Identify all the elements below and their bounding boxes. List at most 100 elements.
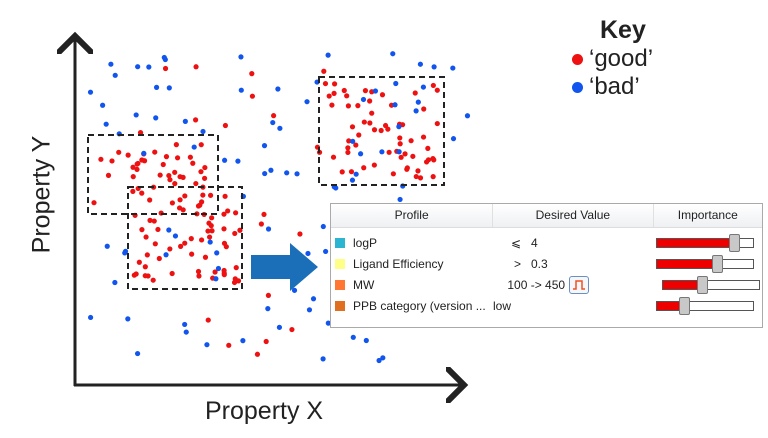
good-point xyxy=(233,210,239,216)
good-point xyxy=(415,168,421,174)
good-point xyxy=(212,269,218,275)
good-point xyxy=(345,149,351,156)
table-row[interactable]: PPB category (version ... low xyxy=(331,295,762,316)
bad-point xyxy=(240,338,246,344)
pulse-function-icon[interactable] xyxy=(569,275,590,294)
good-point xyxy=(423,159,430,165)
color-swatch xyxy=(335,237,345,248)
color-swatch xyxy=(335,300,345,311)
importance-slider[interactable] xyxy=(656,296,754,315)
good-point xyxy=(130,174,136,180)
slider-thumb[interactable] xyxy=(728,233,740,252)
bad-point xyxy=(265,226,272,232)
desired-value[interactable]: 100 -> 450 xyxy=(507,277,566,292)
good-point xyxy=(178,243,184,249)
header-desired-value[interactable]: Desired Value xyxy=(493,204,654,227)
bad-point xyxy=(262,170,268,177)
good-point xyxy=(367,98,373,104)
bad-point xyxy=(294,171,300,177)
good-point xyxy=(235,278,242,284)
bad-point xyxy=(396,124,402,130)
good-point xyxy=(202,164,208,171)
operator: ⩽ xyxy=(510,235,521,250)
bad-point xyxy=(379,149,385,155)
bad-point xyxy=(207,239,213,245)
good-point xyxy=(147,197,153,203)
header-importance[interactable]: Importance xyxy=(677,208,738,222)
header-profile[interactable]: Profile xyxy=(331,204,494,227)
good-point xyxy=(226,342,232,348)
importance-slider[interactable] xyxy=(656,254,754,273)
desired-value[interactable]: 4 xyxy=(531,235,538,250)
bad-point xyxy=(191,144,197,150)
good-point xyxy=(166,172,172,179)
good-point xyxy=(109,158,115,164)
good-point xyxy=(207,192,214,198)
table-row[interactable]: MW 100 -> 450 xyxy=(331,274,762,295)
good-point xyxy=(265,292,272,299)
bad-point xyxy=(393,80,399,87)
good-point xyxy=(221,211,227,217)
good-point xyxy=(221,272,227,278)
bad-point xyxy=(104,243,110,249)
importance-slider[interactable] xyxy=(656,233,754,252)
bad-point xyxy=(222,157,228,163)
legend-item-good: ‘good’ xyxy=(572,45,653,73)
good-point xyxy=(152,149,158,155)
color-swatch xyxy=(335,279,345,290)
table-row[interactable]: logP ⩽4 xyxy=(331,232,762,253)
good-point xyxy=(169,200,176,206)
good-point xyxy=(434,120,440,127)
good-point xyxy=(297,231,303,237)
good-point xyxy=(434,87,440,93)
table-row[interactable]: Ligand Efficiency >0.3 xyxy=(331,253,762,274)
good-point xyxy=(408,138,414,144)
bad-point xyxy=(153,115,159,121)
good-point xyxy=(125,152,131,158)
good-point xyxy=(151,218,157,224)
profile-name: Ligand Efficiency xyxy=(353,256,444,271)
good-point xyxy=(139,157,145,163)
good-point xyxy=(162,65,169,72)
bad-point xyxy=(349,177,356,183)
desired-value[interactable]: 0.3 xyxy=(531,256,548,271)
slider-thumb[interactable] xyxy=(711,254,723,273)
desired-value[interactable]: low xyxy=(493,298,512,313)
good-point xyxy=(329,102,335,108)
good-point xyxy=(222,122,229,129)
bad-point xyxy=(134,350,141,357)
good-point xyxy=(355,103,361,109)
good-point xyxy=(379,92,386,98)
good-point xyxy=(167,246,173,252)
selection-box-3 xyxy=(318,76,445,186)
slider-thumb[interactable] xyxy=(678,296,690,315)
good-point xyxy=(397,141,403,147)
importance-slider[interactable] xyxy=(661,275,760,294)
table-header: Profile Desired Value Importance xyxy=(331,204,762,228)
good-point xyxy=(353,142,359,148)
good-point xyxy=(430,155,436,162)
good-point xyxy=(371,127,378,133)
color-swatch xyxy=(335,258,345,269)
good-point xyxy=(289,326,295,333)
good-point xyxy=(192,117,199,123)
good-point xyxy=(172,181,178,187)
legend-item-bad: ‘bad’ xyxy=(572,73,653,101)
good-point xyxy=(150,277,156,283)
good-point xyxy=(105,172,112,178)
good-point xyxy=(258,221,264,227)
bad-point xyxy=(146,64,152,70)
bad-point xyxy=(310,296,317,302)
good-point xyxy=(206,234,213,240)
good-point xyxy=(198,142,204,148)
y-axis-label: Property Y xyxy=(27,135,56,254)
slider-thumb[interactable] xyxy=(697,275,709,294)
bad-point xyxy=(380,355,386,361)
good-point xyxy=(221,267,227,274)
bad-point xyxy=(392,102,398,108)
good-point xyxy=(356,132,362,138)
good-point xyxy=(190,160,196,166)
good-point xyxy=(231,279,238,286)
bad-point xyxy=(291,287,298,293)
bad-point xyxy=(450,65,456,71)
